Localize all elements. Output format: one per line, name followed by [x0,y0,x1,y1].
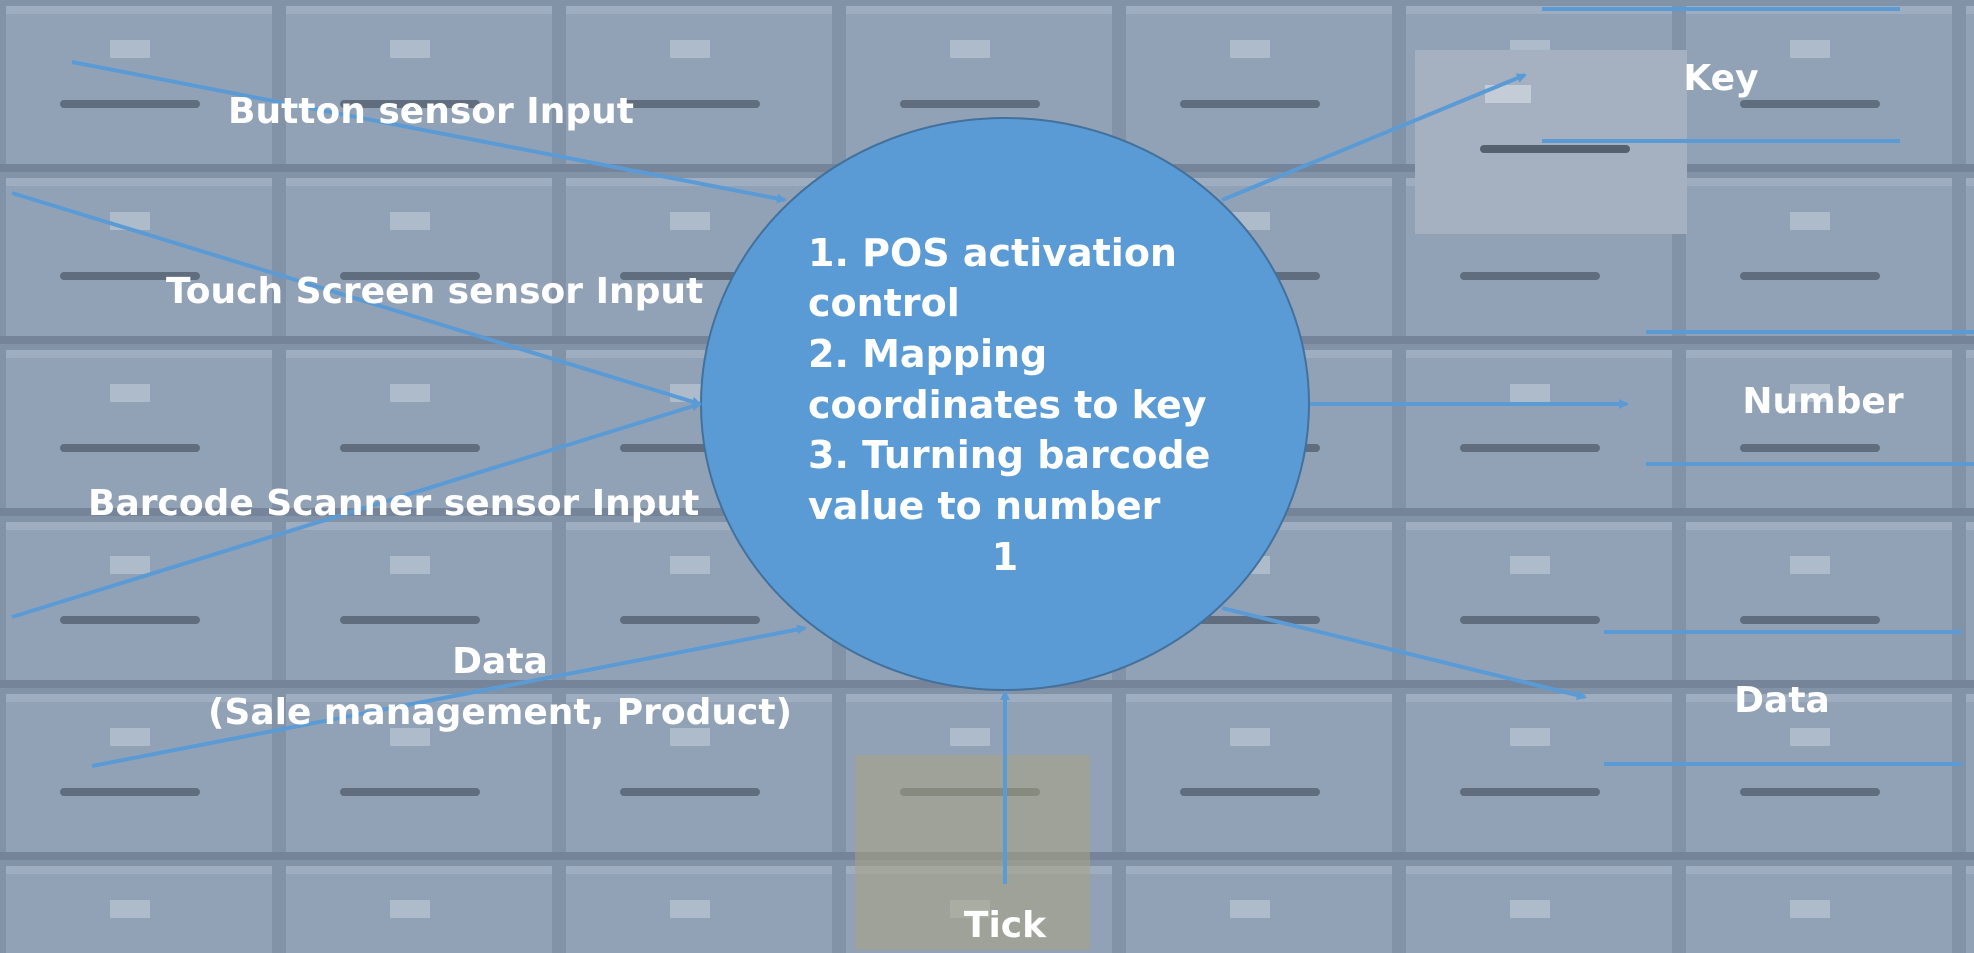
key-output-label: Key [1683,58,1758,99]
process-number: 1 [992,535,1018,579]
number-output-label: Number [1742,381,1903,422]
process-line-5: 3. Turning barcode [808,433,1210,477]
touch-input-label: Touch Screen sensor Input [166,271,703,312]
barcode-input-label: Barcode Scanner sensor Input [88,483,699,524]
barcode-input-arrow [11,401,702,619]
data-output-label: Data [1734,680,1830,721]
tick-label: Tick [964,905,1047,946]
process-line-2: control [808,281,960,325]
key-store [1542,7,1900,143]
number-store [1646,330,1974,466]
data-output-arrow [1221,606,1587,700]
process-line-3: 2. Mapping [808,332,1047,376]
process-line-4: coordinates to key [808,383,1207,427]
data-input-arrow [91,624,807,768]
data-input-label-line2: (Sale management, Product) [208,692,792,733]
process-line-1: 1. POS activation [808,231,1177,275]
data-store [1604,630,1962,766]
process-line-6: value to number [808,484,1161,528]
data-input-label-line1: Data [452,641,548,682]
key-output-arrow [1221,73,1527,202]
process-text: 1. POS activation control 2. Mapping coo… [808,231,1210,579]
touch-input-arrow [11,191,702,407]
button-input-arrow [71,60,787,204]
button-input-label: Button sensor Input [228,91,634,132]
